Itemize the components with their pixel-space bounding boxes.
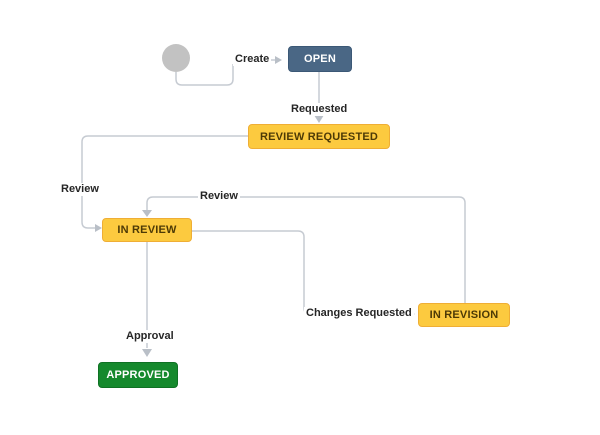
status-node-approved[interactable]: APPROVED [98, 362, 178, 388]
start-node-circle[interactable] [162, 44, 190, 72]
transition-label-review-left[interactable]: Review [59, 183, 101, 196]
transition-label-review-mid[interactable]: Review [198, 190, 240, 203]
transition-label-requested[interactable]: Requested [289, 103, 350, 116]
connector-review-requested-to-in-review [81, 135, 248, 229]
arrowhead-review-left-icon [95, 224, 102, 232]
arrowhead-review-mid-icon [142, 210, 152, 217]
arrowhead-approval-icon [142, 349, 152, 357]
status-node-review-requested[interactable]: REVIEW REQUESTED [248, 124, 390, 149]
status-node-in-revision[interactable]: IN REVISION [418, 303, 510, 327]
transition-label-approval[interactable]: Approval [124, 330, 176, 343]
connector-in-revision-to-in-review [146, 196, 466, 303]
arrowhead-requested-icon [314, 115, 324, 123]
arrowhead-create-icon [275, 56, 282, 64]
connector-start-to-open [175, 64, 234, 86]
transition-label-changes-requested[interactable]: Changes Requested [304, 307, 414, 320]
status-node-in-review[interactable]: IN REVIEW [102, 218, 192, 242]
status-node-open[interactable]: OPEN [288, 46, 352, 72]
connector-in-review-to-in-revision [192, 230, 314, 315]
transition-label-create[interactable]: Create [233, 53, 272, 66]
